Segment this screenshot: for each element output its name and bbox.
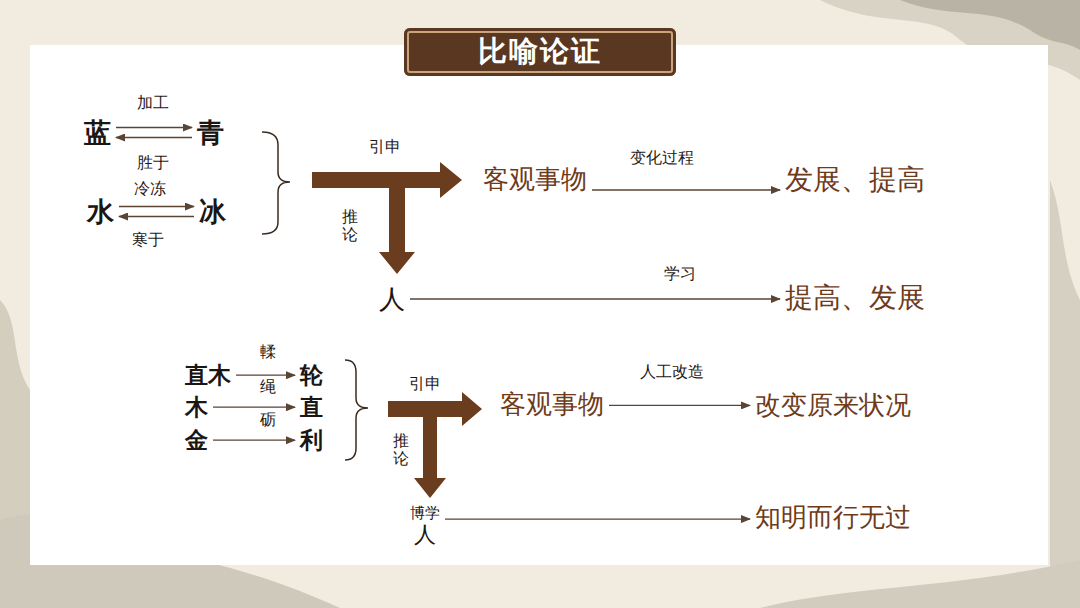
node-text: 蓝 bbox=[84, 117, 111, 148]
node-text: 人 bbox=[410, 522, 440, 547]
node-text: 提高、发展 bbox=[785, 282, 925, 314]
text-node: 冰 bbox=[199, 196, 226, 227]
connector-arrow bbox=[116, 127, 192, 128]
text-node: 青 bbox=[197, 117, 224, 148]
node-text: 木 bbox=[185, 394, 208, 420]
text-node: 客观事物 bbox=[500, 390, 604, 420]
title-banner: 比喻论证 bbox=[404, 28, 676, 76]
edge-label: 砺 bbox=[260, 411, 276, 429]
text-node: 利 bbox=[300, 427, 323, 453]
edge-label: 学习 bbox=[664, 265, 696, 283]
text-node: 轮 bbox=[300, 362, 323, 388]
text-node: 博学人 bbox=[410, 505, 440, 548]
text-node: 提高、发展 bbox=[785, 282, 925, 314]
connector-arrow bbox=[119, 206, 194, 207]
connector-arrow bbox=[119, 216, 194, 217]
node-text: 改变原来状况 bbox=[755, 391, 911, 421]
brace bbox=[262, 132, 290, 234]
connector-arrow bbox=[609, 405, 750, 406]
node-text: 知明而行无过 bbox=[755, 503, 911, 533]
text-node: 水 bbox=[87, 196, 114, 227]
edge-label: 人工改造 bbox=[640, 363, 704, 381]
node-text: 人 bbox=[379, 285, 405, 315]
text-node: 发展、提高 bbox=[785, 164, 925, 196]
mountain-decor bbox=[760, 560, 1080, 608]
node-text: 青 bbox=[197, 117, 224, 148]
node-text: 水 bbox=[87, 196, 114, 227]
connector-arrow bbox=[213, 407, 295, 408]
edge-label: 輮 bbox=[260, 343, 276, 361]
connector-arrow bbox=[592, 189, 780, 190]
node-text: 客观事物 bbox=[483, 165, 587, 195]
connector-arrow bbox=[236, 375, 295, 376]
node-text: 客观事物 bbox=[500, 390, 604, 420]
title-text: 比喻论证 bbox=[478, 32, 602, 72]
edge-label: 绳 bbox=[260, 378, 276, 396]
edge-label: 冷冻 bbox=[134, 180, 166, 198]
mountain-decor bbox=[1050, 180, 1080, 608]
text-node: 客观事物 bbox=[483, 165, 587, 195]
arrow-label: 推论 bbox=[342, 208, 358, 243]
brace bbox=[345, 360, 368, 460]
edge-label: 变化过程 bbox=[630, 149, 694, 167]
text-node: 直 bbox=[300, 394, 323, 420]
text-node: 知明而行无过 bbox=[755, 503, 911, 533]
text-node: 改变原来状况 bbox=[755, 391, 911, 421]
edge-label: 胜于 bbox=[137, 154, 169, 172]
mountain-decor bbox=[900, 0, 1080, 50]
text-node: 蓝 bbox=[84, 117, 111, 148]
thick-arrow bbox=[312, 162, 462, 198]
edge-label: 寒于 bbox=[132, 231, 164, 249]
connector-arrow bbox=[410, 298, 780, 299]
node-text: 博学 bbox=[410, 505, 440, 522]
thick-arrow bbox=[379, 188, 415, 274]
node-text: 金 bbox=[185, 427, 208, 453]
node-text: 利 bbox=[300, 427, 323, 453]
connector-arrow bbox=[213, 440, 295, 441]
text-node: 金 bbox=[185, 427, 208, 453]
edge-label: 加工 bbox=[137, 94, 169, 112]
connector-arrow bbox=[116, 137, 192, 138]
text-node: 人 bbox=[379, 285, 405, 315]
arrow-label: 引申 bbox=[409, 375, 441, 393]
node-text: 轮 bbox=[300, 362, 323, 388]
connector-arrow bbox=[445, 518, 750, 519]
content-panel bbox=[30, 45, 1048, 565]
text-node: 木 bbox=[185, 394, 208, 420]
text-node: 直木 bbox=[185, 362, 231, 388]
thick-arrow bbox=[414, 417, 446, 498]
node-text: 直 bbox=[300, 394, 323, 420]
arrow-label: 推论 bbox=[393, 432, 409, 467]
arrow-label: 引申 bbox=[369, 138, 401, 156]
node-text: 直木 bbox=[185, 362, 231, 388]
node-text: 冰 bbox=[199, 196, 226, 227]
node-text: 发展、提高 bbox=[785, 164, 925, 196]
